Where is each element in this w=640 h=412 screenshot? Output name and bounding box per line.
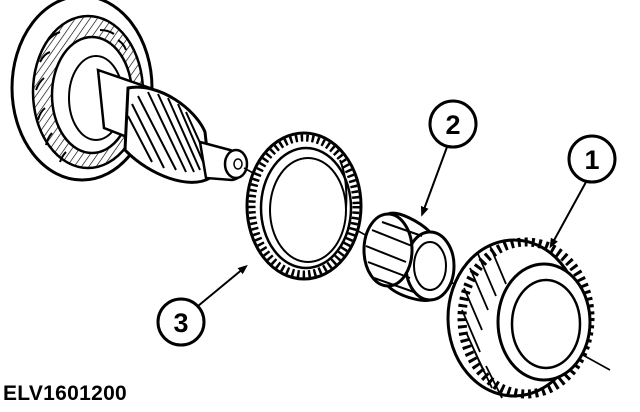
callout-3-label: 3 [173,308,188,338]
callout-1: 1 [549,134,617,249]
callout-2-label: 2 [445,110,460,140]
mainshaft-assembly [10,0,249,184]
callout-2: 2 [420,99,478,217]
helical-gear [446,237,595,399]
callouts: 1 2 3 [156,99,617,347]
bearing-rollers [35,29,127,163]
callout-1-label: 1 [584,145,599,175]
figure-code: ELV1601200 [3,382,128,405]
callout-3: 3 [156,264,248,347]
needle-bearing [362,211,456,302]
synchronizer-ring [245,131,363,281]
